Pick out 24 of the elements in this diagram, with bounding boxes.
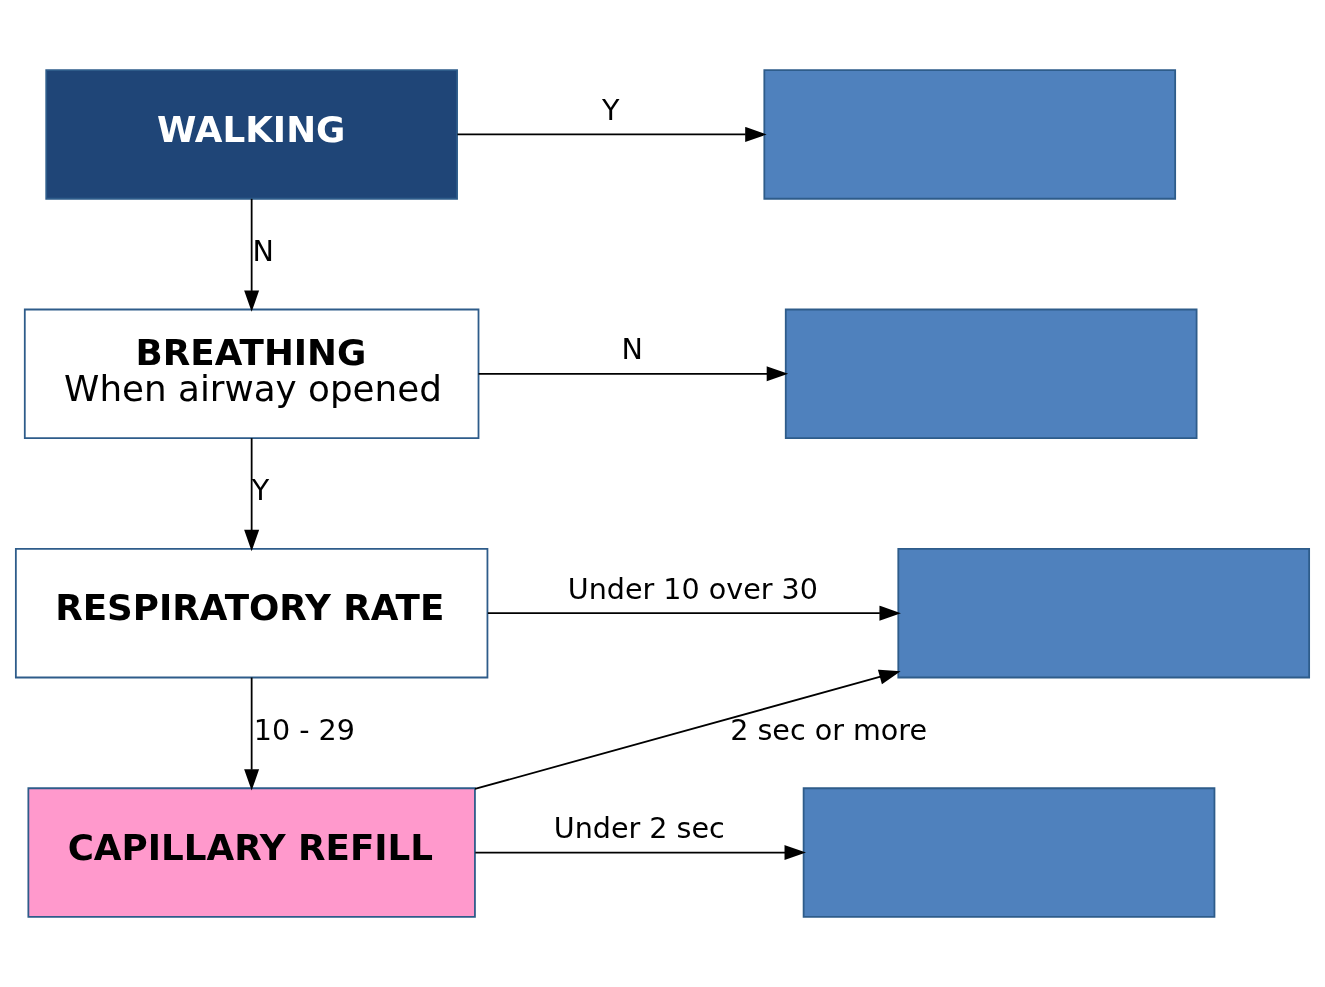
edge-label: Y — [251, 473, 270, 508]
arrow — [456, 126, 767, 142]
arrow — [474, 669, 901, 790]
edge-label: Under 2 sec — [553, 810, 725, 845]
node-box — [763, 69, 1177, 200]
node-box — [802, 787, 1216, 918]
edge-label: 10 - 29 — [253, 712, 355, 747]
edge-label: 2 sec or more — [730, 712, 928, 747]
node-box: WALKING — [45, 69, 458, 200]
node-box — [897, 548, 1311, 679]
node-box: BREATHING When airway opened — [23, 308, 480, 439]
edge-label: Y — [601, 92, 620, 127]
node-box: RESPIRATORY RATE — [14, 548, 489, 679]
node-box: CAPILLARY REFILL — [27, 787, 476, 918]
arrow — [244, 197, 260, 312]
edge-label: N — [621, 332, 643, 367]
edge-label: Under 10 over 30 — [567, 571, 818, 606]
arrow — [244, 676, 260, 791]
edge-label: N — [252, 233, 274, 268]
arrow — [486, 605, 901, 621]
arrow — [244, 437, 260, 552]
arrow — [477, 366, 789, 382]
node-box — [784, 308, 1198, 439]
arrow — [474, 845, 806, 861]
